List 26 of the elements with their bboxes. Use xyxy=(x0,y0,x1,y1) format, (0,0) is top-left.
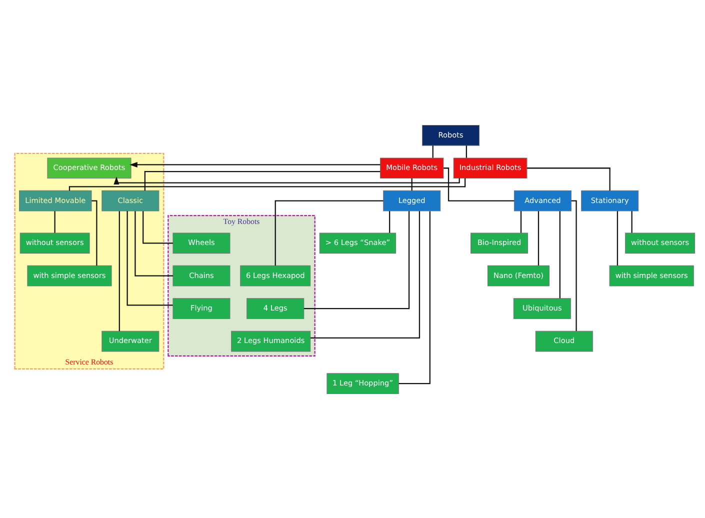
arrow xyxy=(130,161,380,168)
connector xyxy=(142,210,173,244)
connector xyxy=(144,170,380,190)
connector xyxy=(304,210,410,309)
connector xyxy=(411,178,412,190)
connector xyxy=(520,210,522,232)
connector xyxy=(118,210,120,331)
connector xyxy=(68,178,466,190)
connector xyxy=(398,210,430,384)
connector xyxy=(432,145,434,158)
connector xyxy=(538,210,540,265)
connector xyxy=(616,210,618,265)
connector xyxy=(134,210,173,276)
connector xyxy=(466,145,467,158)
connector xyxy=(526,167,610,190)
connector xyxy=(310,210,420,338)
connector xyxy=(126,210,173,306)
connector xyxy=(389,210,390,232)
connector xyxy=(54,210,56,232)
connector xyxy=(571,200,577,330)
connector xyxy=(274,200,384,266)
arrow xyxy=(114,176,460,184)
connector xyxy=(559,210,560,298)
connector xyxy=(92,200,98,266)
connector xyxy=(444,167,514,201)
connector xyxy=(631,210,632,232)
